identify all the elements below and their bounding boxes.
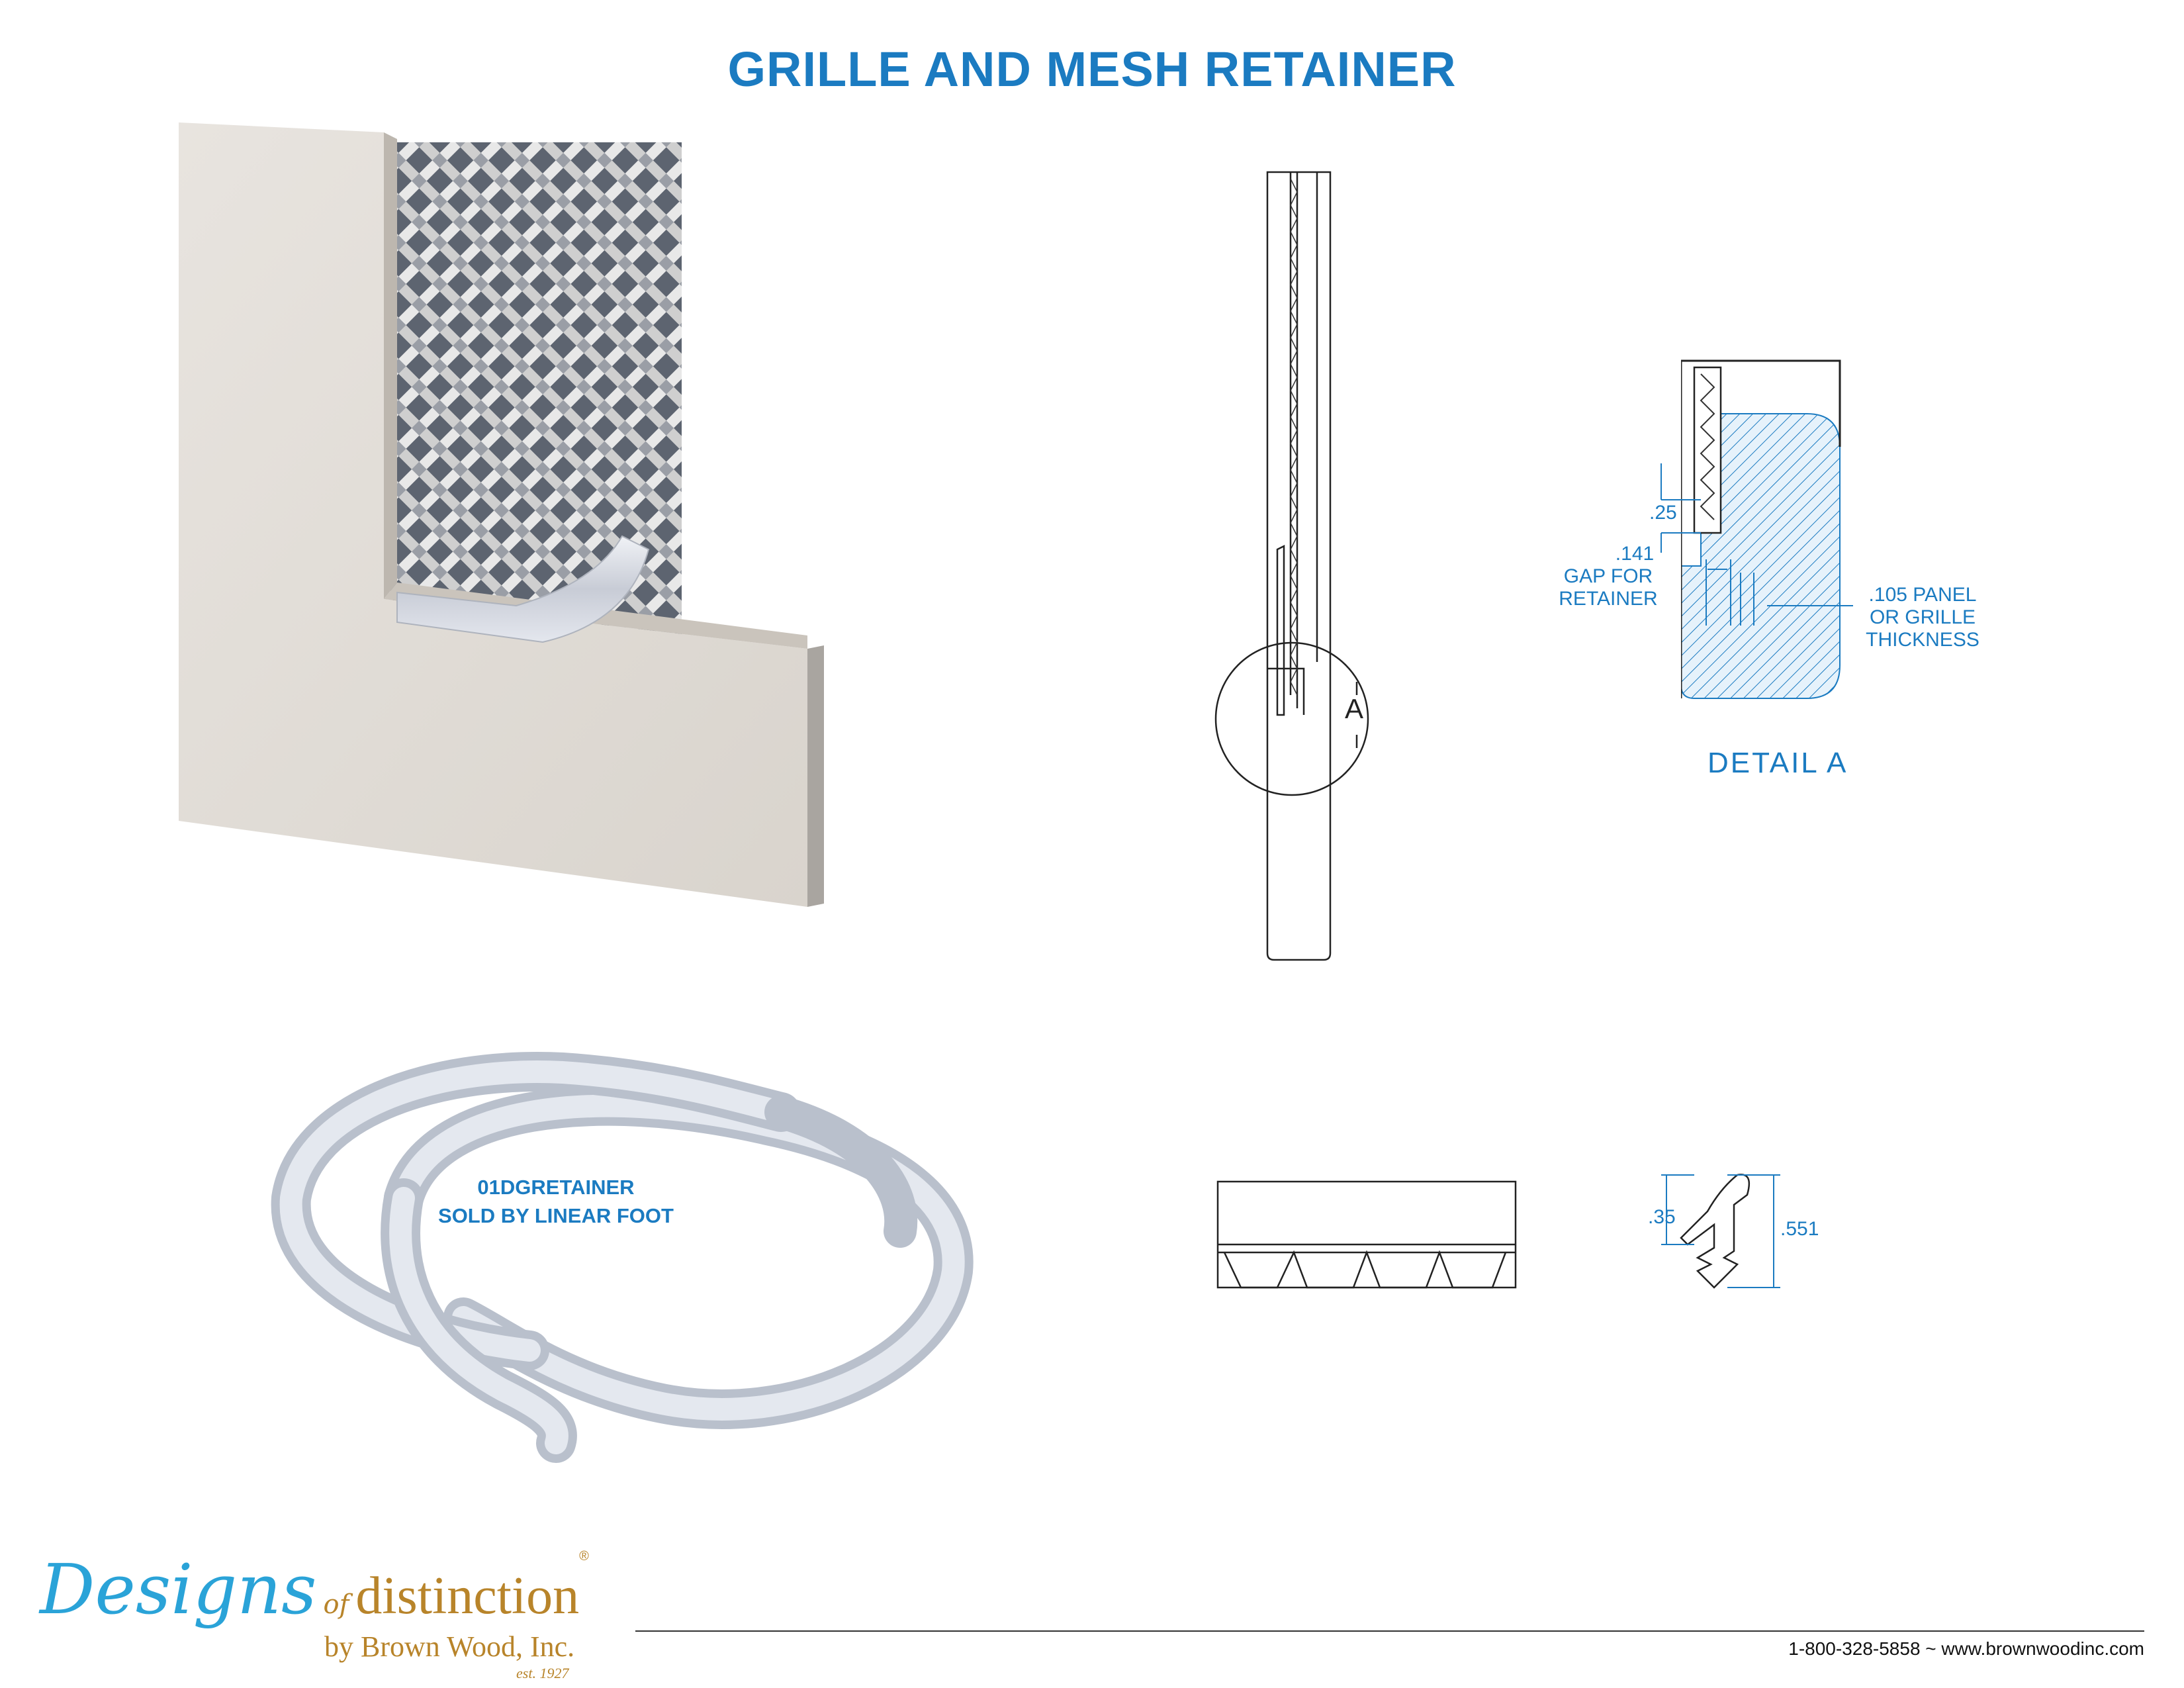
- frame-face: [179, 122, 807, 907]
- dim-gap-label-1: GAP FOR: [1563, 565, 1653, 587]
- page-title: GRILLE AND MESH RETAINER: [727, 42, 1457, 97]
- dim-0551: .551: [1780, 1218, 1819, 1240]
- retainer-side-elevation: [1216, 1180, 1517, 1289]
- logo-designs-text: Designs: [40, 1549, 317, 1630]
- section-view-drawing: A: [1214, 171, 1369, 961]
- dim-0141: .141: [1615, 543, 1655, 565]
- dim-0105-line-2: OR GRILLE: [1869, 606, 1976, 628]
- logo-distinction-text: distinction: [355, 1567, 580, 1625]
- product-note: SOLD BY LINEAR FOOT: [438, 1204, 674, 1227]
- dim-0105-line-3: THICKNESS: [1866, 629, 1979, 651]
- footer-contact: 1-800-328-5858 ~ www.brownwoodinc.com: [1788, 1638, 2144, 1659]
- detail-a-label: DETAIL A: [1707, 747, 1848, 779]
- dim-035: .35: [1648, 1206, 1676, 1228]
- logo-established: est. 1927: [516, 1665, 569, 1681]
- dim-0105-line-1: .105 PANEL: [1868, 584, 1977, 606]
- logo-company-name: by Brown Wood, Inc.: [324, 1630, 575, 1663]
- dim-025: .25: [1649, 502, 1677, 524]
- retainer-profile-drawing: [1661, 1174, 1780, 1289]
- logo-registered-mark: ®: [579, 1549, 589, 1564]
- retainer-strip: [396, 535, 650, 643]
- footer-rule: [635, 1630, 2144, 1632]
- detail-callout-letter: A: [1345, 693, 1363, 724]
- dim-gap-label-2: RETAINER: [1559, 588, 1658, 610]
- retainer-coil-render: [271, 1052, 974, 1463]
- product-sku: 01DGRETAINER: [477, 1176, 635, 1199]
- door-mesh-render: [179, 122, 824, 907]
- logo-of-text: of: [323, 1589, 349, 1620]
- detail-a-drawing: [1681, 359, 1841, 699]
- detail-a-dimension-lines: [1661, 463, 1853, 626]
